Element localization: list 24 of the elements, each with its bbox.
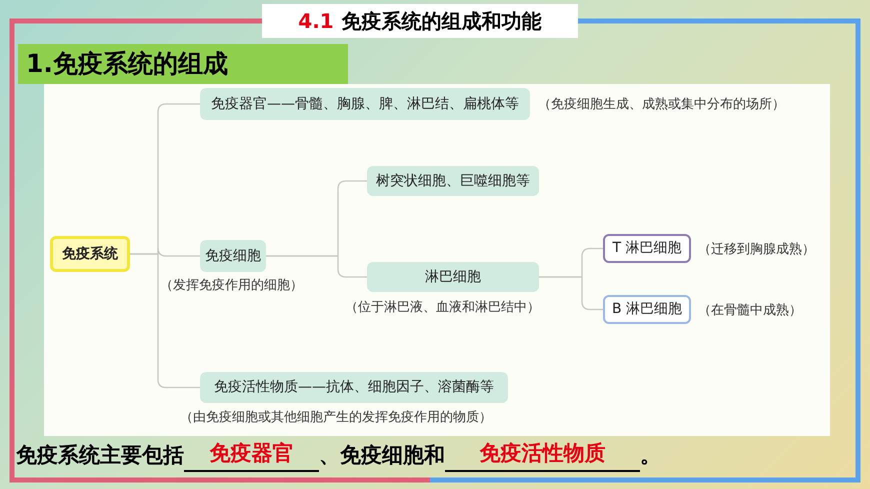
- note-text: （迁移到胸腺成熟）: [698, 241, 815, 259]
- connector-line: [130, 253, 200, 388]
- mind-map-node: 免疫细胞: [200, 240, 266, 272]
- mind-map-node: 免疫器官——骨髓、胸腺、脾、淋巴结、扁桃体等: [200, 88, 530, 120]
- connector-line: [266, 255, 367, 278]
- connector-line: [539, 276, 603, 310]
- mind-map-node: B 淋巴细胞: [603, 295, 691, 324]
- mind-map-node: T 淋巴细胞: [603, 234, 691, 263]
- section-heading: 1.免疫系统的组成: [26, 48, 228, 80]
- mind-map-node: 淋巴细胞: [367, 262, 539, 292]
- note-text: （在骨髓中成熟）: [698, 302, 802, 320]
- sentence-text: 、免疫细胞和: [319, 442, 445, 469]
- sentence-text: 免疫系统主要包括: [16, 442, 184, 469]
- mind-map-node: 免疫系统: [50, 236, 130, 272]
- note-text: （由免疫细胞或其他细胞产生的发挥免疫作用的物质）: [180, 409, 492, 427]
- title-banner: 4.1 免疫系统的组成和功能: [262, 4, 578, 38]
- mind-map-node: 免疫活性物质——抗体、细胞因子、溶菌酶等: [200, 372, 508, 403]
- fill-in-line: 免疫活性物质: [445, 438, 640, 472]
- mind-map-node: 树突状细胞、巨噬细胞等: [367, 166, 539, 196]
- sentence-text: 。: [640, 442, 661, 469]
- note-text: （发挥免疫作用的细胞）: [160, 277, 303, 295]
- note-text: （免疫细胞生成、成熟或集中分布的场所）: [538, 96, 785, 114]
- note-text: （位于淋巴液、血液和淋巴结中）: [345, 299, 540, 317]
- fill-in-line: 免疫器官: [184, 438, 319, 472]
